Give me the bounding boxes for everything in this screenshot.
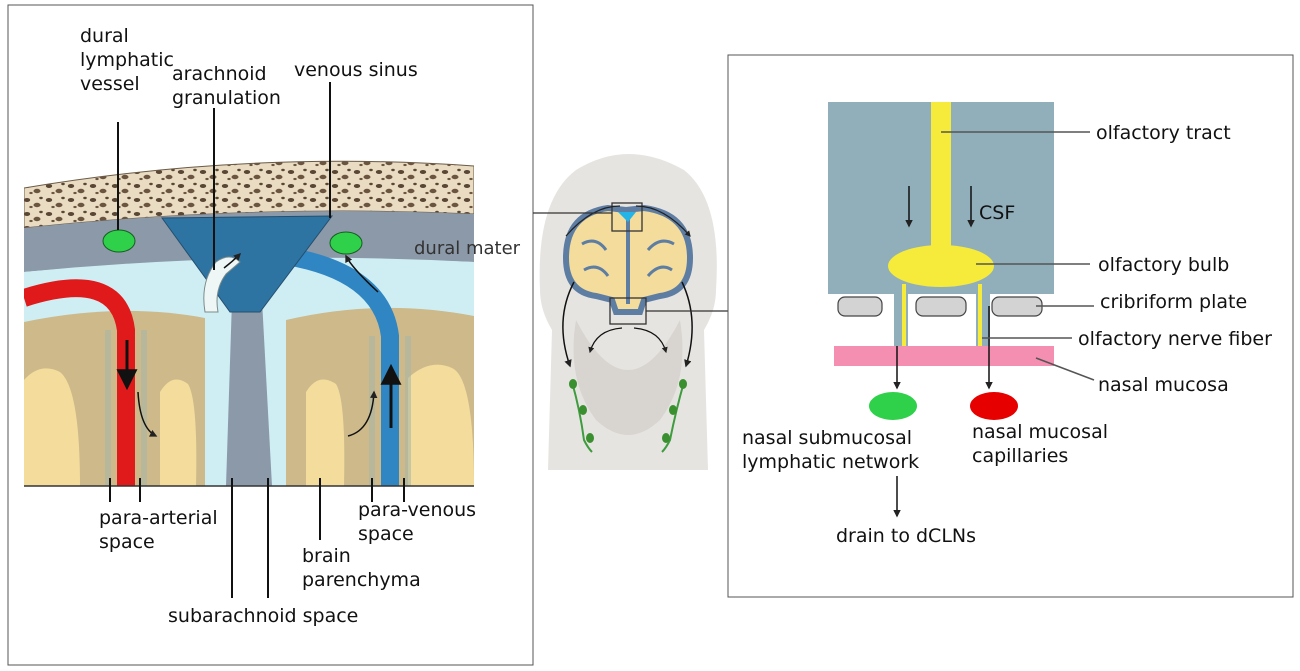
label-olfactory-bulb: olfactory bulb [1098,254,1229,276]
lymph-node-l3 [586,433,594,443]
lymph-node-l1 [569,379,577,389]
sinus-inset-box [611,202,643,232]
label-venous-sinus: venous sinus [294,59,418,81]
gyrus-2 [160,379,197,486]
label-olfactory-nerve-fiber: olfactory nerve fiber [1078,328,1272,350]
label-olfactory-tract: olfactory tract [1096,122,1231,144]
label-cribriform-plate: cribriform plate [1100,291,1247,313]
cervical-lymph-chain-right [661,381,685,453]
lymph-uptake-arrow [345,254,379,293]
gyrus-3 [306,379,345,486]
brain-sulci [581,239,675,278]
label-nasal-mucosal-capillaries: nasal mucosal capillaries [972,421,1114,467]
label-dural-lymphatic-vessel: dural lymphatic vessel [80,25,180,95]
label-nasal-mucosa: nasal mucosa [1098,374,1229,396]
cribriform-plate-3 [991,296,1043,317]
gyrus-1 [24,368,80,486]
vein [284,247,399,486]
sinus-blue-spot [618,212,636,222]
drain-arrow-right [681,281,693,368]
nasal-arrow-right [633,327,668,354]
label-arachnoid-granulation: arachnoid granulation [172,63,281,109]
para-arterial-halo [105,330,147,486]
right-arrows [893,186,993,518]
para-venous-halo [369,336,411,486]
label-csf: CSF [979,202,1015,224]
dural-lymphatic-vessel-left [102,229,136,253]
lymph-node-r2 [669,405,677,415]
granulation-flow-arrow [223,252,242,269]
lymph-node-r1 [679,379,687,389]
face-shading [573,320,683,435]
arachnoid-granulation-shape [203,256,241,313]
olfactory-bulb-shape [888,245,994,287]
nasal-mucosa-shape [834,346,1054,366]
meninges-illustration [24,160,474,486]
label-drain-to-dclns: drain to dCLNs [836,525,976,547]
label-para-venous-space: para-venous space [358,499,482,545]
cribriform-plate-2 [915,296,967,317]
cribriform-plate-1 [837,296,883,317]
lymph-node-r3 [662,433,670,443]
arterial-inflow-arrow [137,391,158,437]
label-brain-parenchyma: brain parenchyma [302,545,421,591]
label-dural-mater: dural mater [414,238,521,259]
nasal-submucosal-lymphatic-node [869,392,917,420]
label-subarachnoid-space: subarachnoid space [168,605,358,627]
left-leader-lines [109,82,405,598]
head-illustration [539,154,717,470]
venous-outflow-arrow [347,390,378,437]
label-nasal-submucosal-lymphatic-network: nasal submucosal lymphatic network [742,427,919,473]
gyrus-4 [408,364,474,486]
label-para-arterial-space: para-arterial space [99,507,224,553]
nasal-mucosal-capillary-node [970,392,1018,420]
nasal-arrow-left [588,327,623,354]
drain-arrow-left [562,281,575,368]
right-leader-lines [941,131,1095,381]
dural-fold [226,300,272,486]
olfactory-tract-shape [931,102,951,254]
artery [24,279,135,486]
lymph-node-l2 [579,405,587,415]
cervical-lymph-chain-left [571,381,593,453]
dural-lymphatic-vessel-right [329,231,363,255]
